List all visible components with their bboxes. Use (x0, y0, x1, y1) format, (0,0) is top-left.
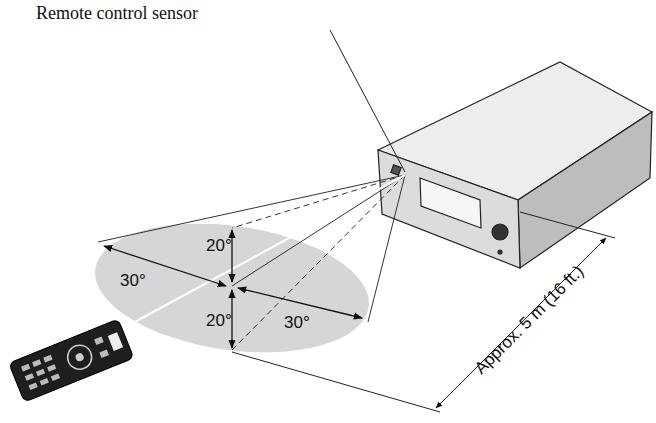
receiver-unit (378, 62, 652, 268)
signal-rays (98, 175, 405, 350)
angle-label: 20° (206, 312, 232, 331)
angle-label: 30° (120, 272, 146, 291)
leader-line (330, 30, 405, 172)
angle-label: 20° (206, 237, 232, 256)
sensor-label: Remote control sensor (36, 4, 198, 24)
angle-label: 30° (284, 314, 310, 333)
distance-label: Approx. 5 m (16 ft.) (472, 262, 588, 378)
dimension-line (232, 212, 615, 412)
remote-control (9, 319, 134, 402)
angle-arrows (104, 230, 362, 348)
coverage-area (87, 207, 378, 368)
